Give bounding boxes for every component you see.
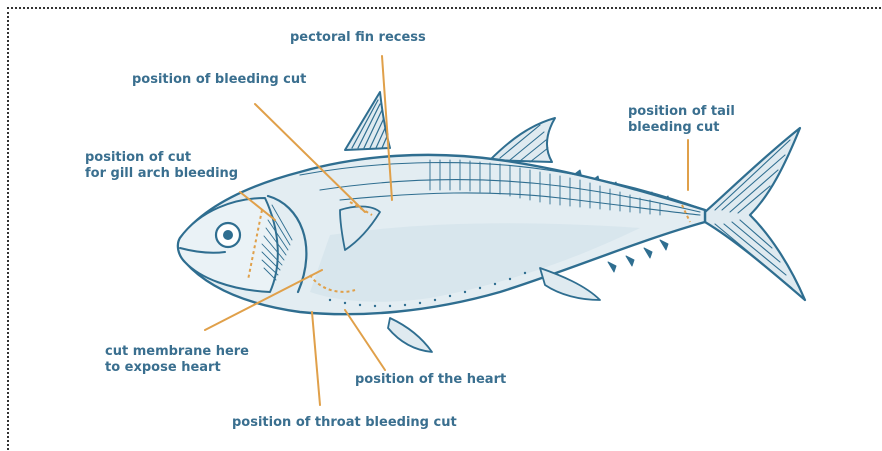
label-gill-arch-cut: position of cut for gill arch bleeding [85, 150, 238, 182]
label-bleeding-cut: position of bleeding cut [132, 72, 306, 88]
eye-pupil [223, 230, 233, 240]
label-throat-bleeding-cut: position of throat bleeding cut [232, 415, 457, 431]
label-heart-position: position of the heart [355, 372, 506, 388]
pelvic-fin [388, 318, 432, 352]
label-tail-bleeding-cut: position of tail bleeding cut [628, 104, 735, 136]
tail-fin [705, 128, 805, 300]
pointer-throat-cut [312, 312, 320, 405]
label-pectoral-fin-recess: pectoral fin recess [290, 30, 426, 46]
pointer-heart [345, 310, 385, 370]
anal-fin [540, 268, 600, 300]
label-cut-membrane: cut membrane here to expose heart [105, 344, 249, 376]
